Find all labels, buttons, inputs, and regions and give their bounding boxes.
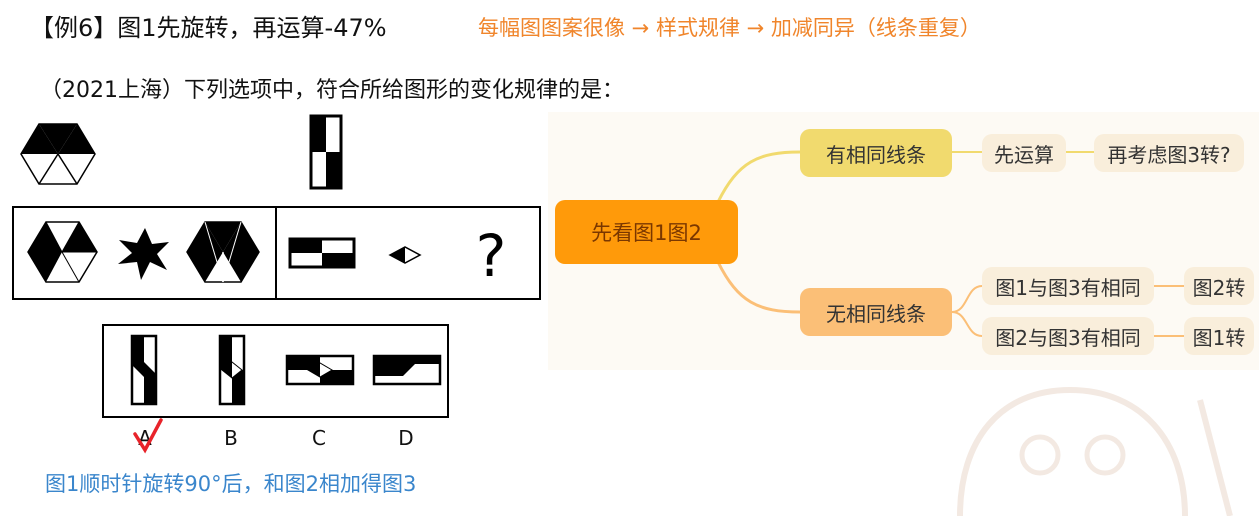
option-b-icon[interactable]	[218, 334, 246, 406]
background-mascot-icon	[957, 386, 1233, 516]
option-a-icon[interactable]	[130, 334, 158, 406]
branch-no-same-lines: 无相同线条	[800, 288, 952, 336]
branch-same-lines: 有相同线条	[800, 129, 952, 177]
mindmap-connectors	[716, 150, 1184, 337]
puzzle-svg: ? A B C D	[12, 112, 541, 454]
correct-check-icon	[133, 418, 163, 454]
case-fig1-fig3: 图1与图3有相同	[982, 267, 1154, 305]
seq-bar-icon	[288, 237, 356, 269]
result-fig1-rotate: 图1转	[1184, 317, 1254, 355]
rule-hint: 每幅图图案很像 → 样式规律 → 加减同异（线条重复）	[478, 16, 981, 40]
case-fig2-fig3: 图2与图3有相同	[982, 317, 1154, 355]
mindmap-root: 先看图1图2	[555, 200, 738, 264]
step-consider-rotate: 再考虑图3转?	[1094, 134, 1244, 172]
question-text: （2021上海）下列选项中，符合所给图形的变化规律的是：	[40, 78, 624, 103]
seq-star-icon	[118, 228, 169, 280]
option-c-label: C	[312, 426, 326, 450]
option-d-icon[interactable]	[372, 354, 442, 386]
step-compute: 先运算	[982, 134, 1066, 172]
option-b-label: B	[224, 426, 238, 450]
seq-hexagon-1-icon	[27, 221, 98, 283]
explanation-text: 图1顺时针旋转90°后，和图2相加得图3	[45, 472, 417, 496]
result-fig2-rotate: 图2转	[1184, 267, 1254, 305]
puzzle-figure: ? A B C D	[5, 112, 548, 457]
example-hexagon-icon	[19, 112, 97, 192]
mindmap: 先看图1图2 有相同线条 先运算 再考虑图3转? 无相同线条 图1与图3有相同 …	[548, 112, 1259, 370]
seq-hexagon-3-icon	[186, 221, 260, 283]
question-mark-icon: ?	[476, 222, 507, 290]
option-c-icon[interactable]	[285, 354, 355, 386]
option-d-label: D	[398, 426, 413, 450]
example-title: 【例6】图1先旋转，再运算-47%	[30, 14, 387, 42]
example-bar-icon	[307, 114, 349, 192]
seq-diamond-icon	[388, 246, 422, 264]
